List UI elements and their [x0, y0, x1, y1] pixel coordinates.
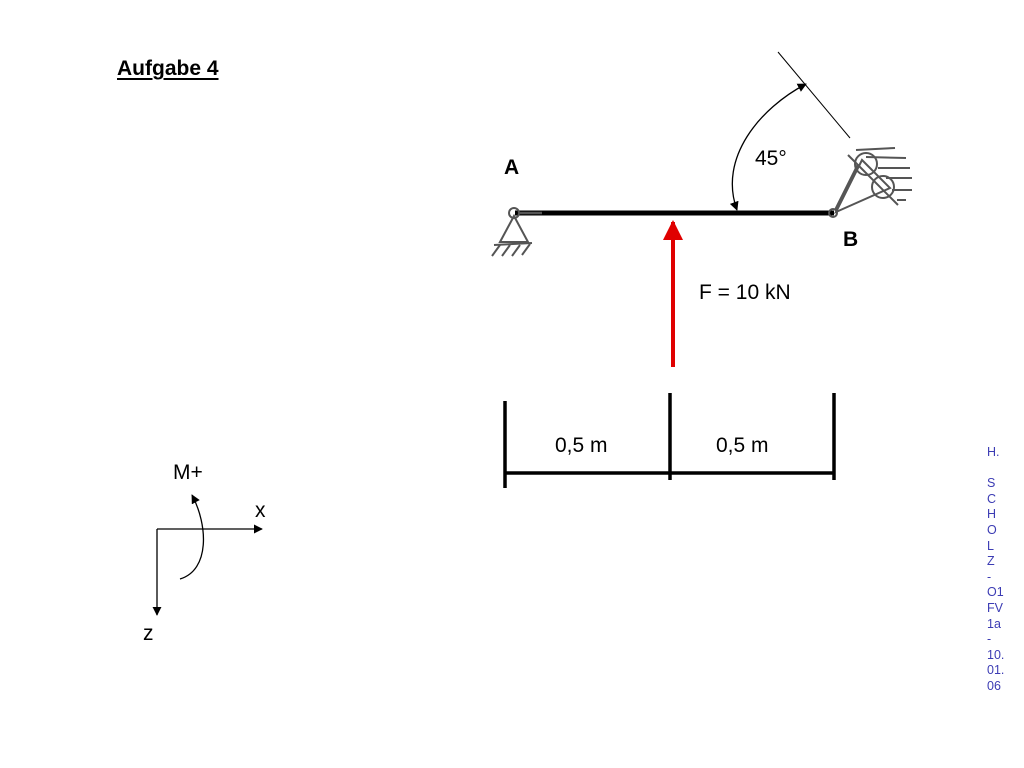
angle-label: 45°: [755, 147, 787, 170]
x-axis-label: x: [255, 499, 266, 522]
task-title: Aufgabe 4: [117, 57, 219, 80]
angle-arc: [729, 83, 807, 211]
reference-line-45deg: [777, 51, 851, 139]
dimension-right-label: 0,5 m: [716, 434, 769, 457]
pin-support-a: [491, 207, 542, 257]
force-label: F = 10 kN: [699, 281, 791, 304]
support-a-label: A: [504, 156, 520, 179]
moment-label: M+: [173, 461, 203, 484]
coordinate-system: [152, 494, 263, 616]
dimension-line: [503, 393, 836, 488]
dimension-left-label: 0,5 m: [555, 434, 608, 457]
author-sidebar-text: H. S C H O L Z - O1 FV 1a - 10. 01. 06: [987, 445, 1005, 693]
z-axis-label: z: [143, 622, 154, 645]
roller-support-b: [828, 147, 912, 218]
support-b-label: B: [843, 228, 859, 251]
